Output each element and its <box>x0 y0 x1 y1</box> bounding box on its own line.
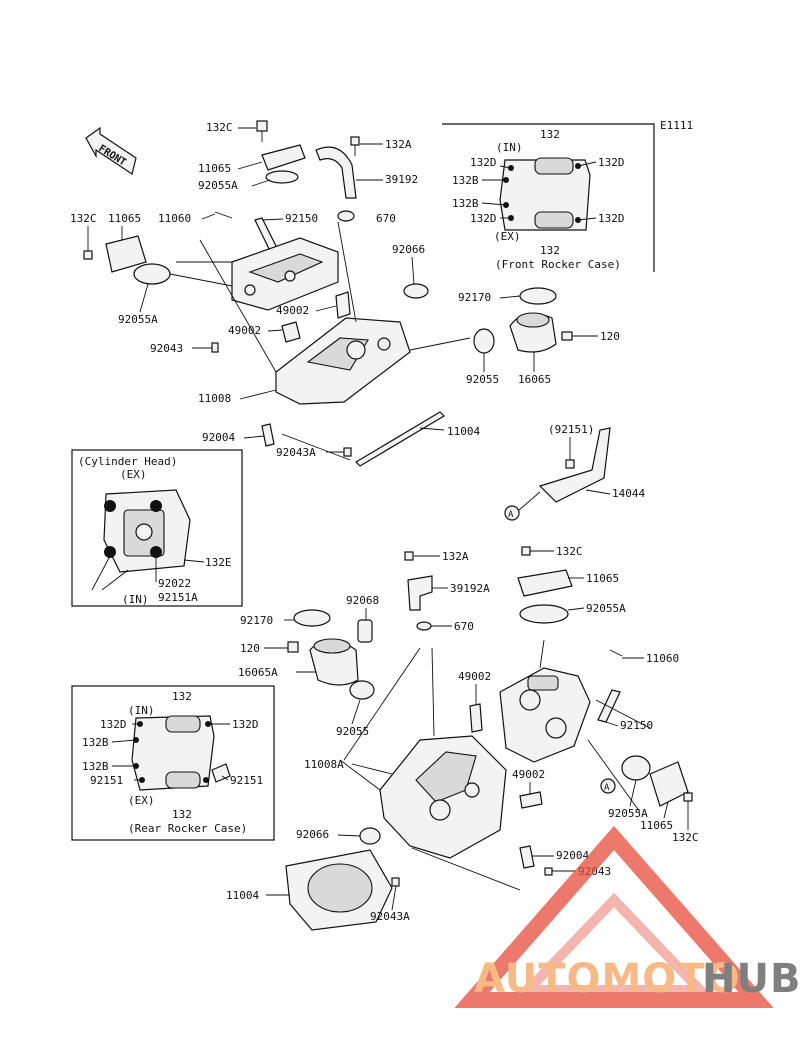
callout-92004-top: 92004 <box>202 431 235 444</box>
callout-132c-top: 132C <box>206 121 233 134</box>
watermark-text-automoto: AUTOMOTO <box>474 956 741 1002</box>
callout-39192-top: 39192 <box>385 173 418 186</box>
front-rocker-label-3: 132D <box>598 156 625 169</box>
rear-rocker-caption: (Rear Rocker Case) <box>128 822 247 835</box>
cylinder-head-label-2: 92022 <box>158 577 191 590</box>
rear-rocker-label-8: 132 <box>172 808 192 821</box>
front-rocker-label-5: 132B <box>452 197 479 210</box>
bracket-group: (92151) 14044 A <box>504 423 645 521</box>
callout-120-top: 120 <box>600 330 620 343</box>
callout-92068: 92068 <box>346 594 379 607</box>
callout-92055a-top: 92055A <box>198 179 238 192</box>
callout-92055-mid: 92055 <box>336 725 369 738</box>
callout-92170-top: 92170 <box>458 291 491 304</box>
front-arrow-icon: FRONT <box>85 126 137 175</box>
callout-39192a: 39192A <box>450 582 490 595</box>
rear-rocker-label-4: 132B <box>82 736 109 749</box>
callout-92043a-low: 92043A <box>370 910 410 923</box>
front-intake-group: 92170 16065 120 92055 <box>458 287 620 386</box>
callout-11008: 11008 <box>198 392 231 405</box>
callout-132a-mid: 132A <box>442 550 469 563</box>
inset-rear-rocker-case: 132 (IN) 132D 132D 132B 132B 92151 92151… <box>71 685 275 841</box>
callout-92066-low: 92066 <box>296 828 329 841</box>
callout-670-mid: 670 <box>454 620 474 633</box>
diagram-code: E1111 <box>660 119 693 132</box>
callout-92004-low: 92004 <box>556 849 589 862</box>
callout-11060-top: 11060 <box>158 212 191 225</box>
rear-rocker-label-2: 132D <box>100 718 127 731</box>
callout-92055a-left: 92055A <box>118 313 158 326</box>
watermark-text-hub: HUB <box>702 956 800 1002</box>
callout-92055a-low: 92055A <box>608 807 648 820</box>
inset-front-rocker-case: 132 (IN) 132D 132D 132B 132B 132D 132D (… <box>442 123 655 272</box>
callout-11060-mid: 11060 <box>646 652 679 665</box>
callout-49002-top-b: 49002 <box>228 324 261 337</box>
callout-49002-mid: 49002 <box>458 670 491 683</box>
callout-92043a-top: 92043A <box>276 446 316 459</box>
callout-92043-top: 92043 <box>150 342 183 355</box>
front-cylinder-cover-group: 132C 11065 92055A 39192 132A 670 11060 9… <box>70 120 480 467</box>
inset-cylinder-head: (Cylinder Head) (EX) 132E 92022 (IN) 921… <box>71 449 243 607</box>
callout-670-top: 670 <box>376 212 396 225</box>
front-rocker-caption: (Front Rocker Case) <box>495 258 621 271</box>
rear-cylinder-group: 132A 39192A 670 132C 11065 92055A 92170 … <box>226 545 699 931</box>
callout-11065-low: 11065 <box>640 819 673 832</box>
callout-92170-mid: 92170 <box>240 614 273 627</box>
rear-rocker-label-3: 132D <box>232 718 259 731</box>
front-rocker-label-7: 132D <box>598 212 625 225</box>
callout-49002-top-a: 49002 <box>276 304 309 317</box>
rear-rocker-label-5: 132B <box>82 760 109 773</box>
callout-92066-top: 92066 <box>392 243 425 256</box>
cylinder-head-ex: (EX) <box>120 468 147 481</box>
callout-92055a-mid: 92055A <box>586 602 626 615</box>
callout-14044: 14044 <box>612 487 645 500</box>
callout-11065-mid: 11065 <box>586 572 619 585</box>
callout-16065: 16065 <box>518 373 551 386</box>
callout-120-mid: 120 <box>240 642 260 655</box>
callout-132c-left: 132C <box>70 212 97 225</box>
front-rocker-in: (IN) <box>496 141 523 154</box>
cylinder-head-label-3: 92151A <box>158 591 198 604</box>
front-rocker-ex: (EX) <box>494 230 521 243</box>
callout-11004-top: 11004 <box>447 425 480 438</box>
callout-92150-mid: 92150 <box>620 719 653 732</box>
callout-11004-low: 11004 <box>226 889 259 902</box>
rear-rocker-label-6: 92151 <box>90 774 123 787</box>
callout-16065a: 16065A <box>238 666 278 679</box>
front-rocker-label-6: 132D <box>470 212 497 225</box>
callout-132a-top: 132A <box>385 138 412 151</box>
cylinder-head-caption: (Cylinder Head) <box>78 455 177 468</box>
callout-92055-top: 92055 <box>466 373 499 386</box>
callout-49002-low: 49002 <box>512 768 545 781</box>
watermark-logo: AUTOMOTO HUB <box>454 825 800 1008</box>
front-rocker-label-8: 132 <box>540 244 560 257</box>
front-rocker-label-2: 132D <box>470 156 497 169</box>
front-rocker-label-1: 132 <box>540 128 560 141</box>
callout-92151-paren: (92151) <box>548 423 594 436</box>
cylinder-head-in: (IN) <box>122 593 149 606</box>
ref-marker-a-top: A <box>508 510 514 520</box>
callout-132c-mid: 132C <box>556 545 583 558</box>
callout-11008a: 11008A <box>304 758 344 771</box>
callout-132c-low: 132C <box>672 831 699 844</box>
callout-11065-left: 11065 <box>108 212 141 225</box>
callout-92150-top: 92150 <box>285 212 318 225</box>
callout-11065-top: 11065 <box>198 162 231 175</box>
cylinder-head-label-1: 132E <box>205 556 232 569</box>
rear-rocker-ex: (EX) <box>128 794 155 807</box>
rear-rocker-label-7: 92151 <box>230 774 263 787</box>
rear-rocker-label-1: 132 <box>172 690 192 703</box>
rear-rocker-in: (IN) <box>128 704 155 717</box>
ref-marker-a-low: A <box>604 783 610 793</box>
front-rocker-label-4: 132B <box>452 174 479 187</box>
